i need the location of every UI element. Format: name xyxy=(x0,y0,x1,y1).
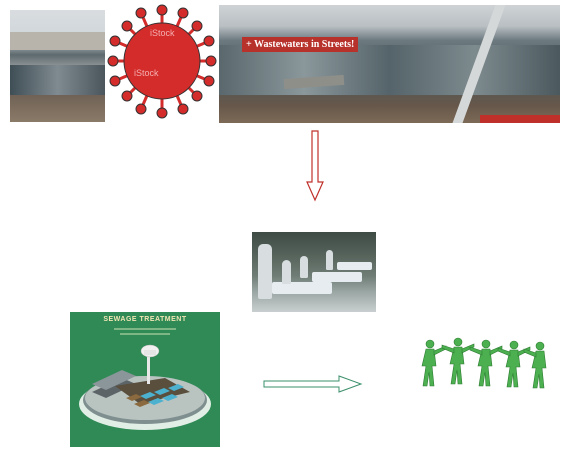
flooded-street-photo-left xyxy=(10,10,105,122)
watermark-text: iStock xyxy=(150,28,175,38)
wastewater-caption: + Wastewaters in Streets! xyxy=(242,37,359,52)
sewage-title: SEWAGE TREATMENT xyxy=(103,316,187,323)
right-arrow-icon xyxy=(263,375,363,398)
people-chain-icon xyxy=(412,336,552,396)
watermark-text: iStock xyxy=(134,68,159,78)
down-arrow-icon xyxy=(306,130,324,207)
virus-icon: iStock iStock xyxy=(106,0,219,123)
hospital-ward-photo xyxy=(252,232,376,312)
flooded-street-photo-right xyxy=(219,5,560,123)
sewage-treatment-illustration: SEWAGE TREATMENT xyxy=(70,312,220,447)
